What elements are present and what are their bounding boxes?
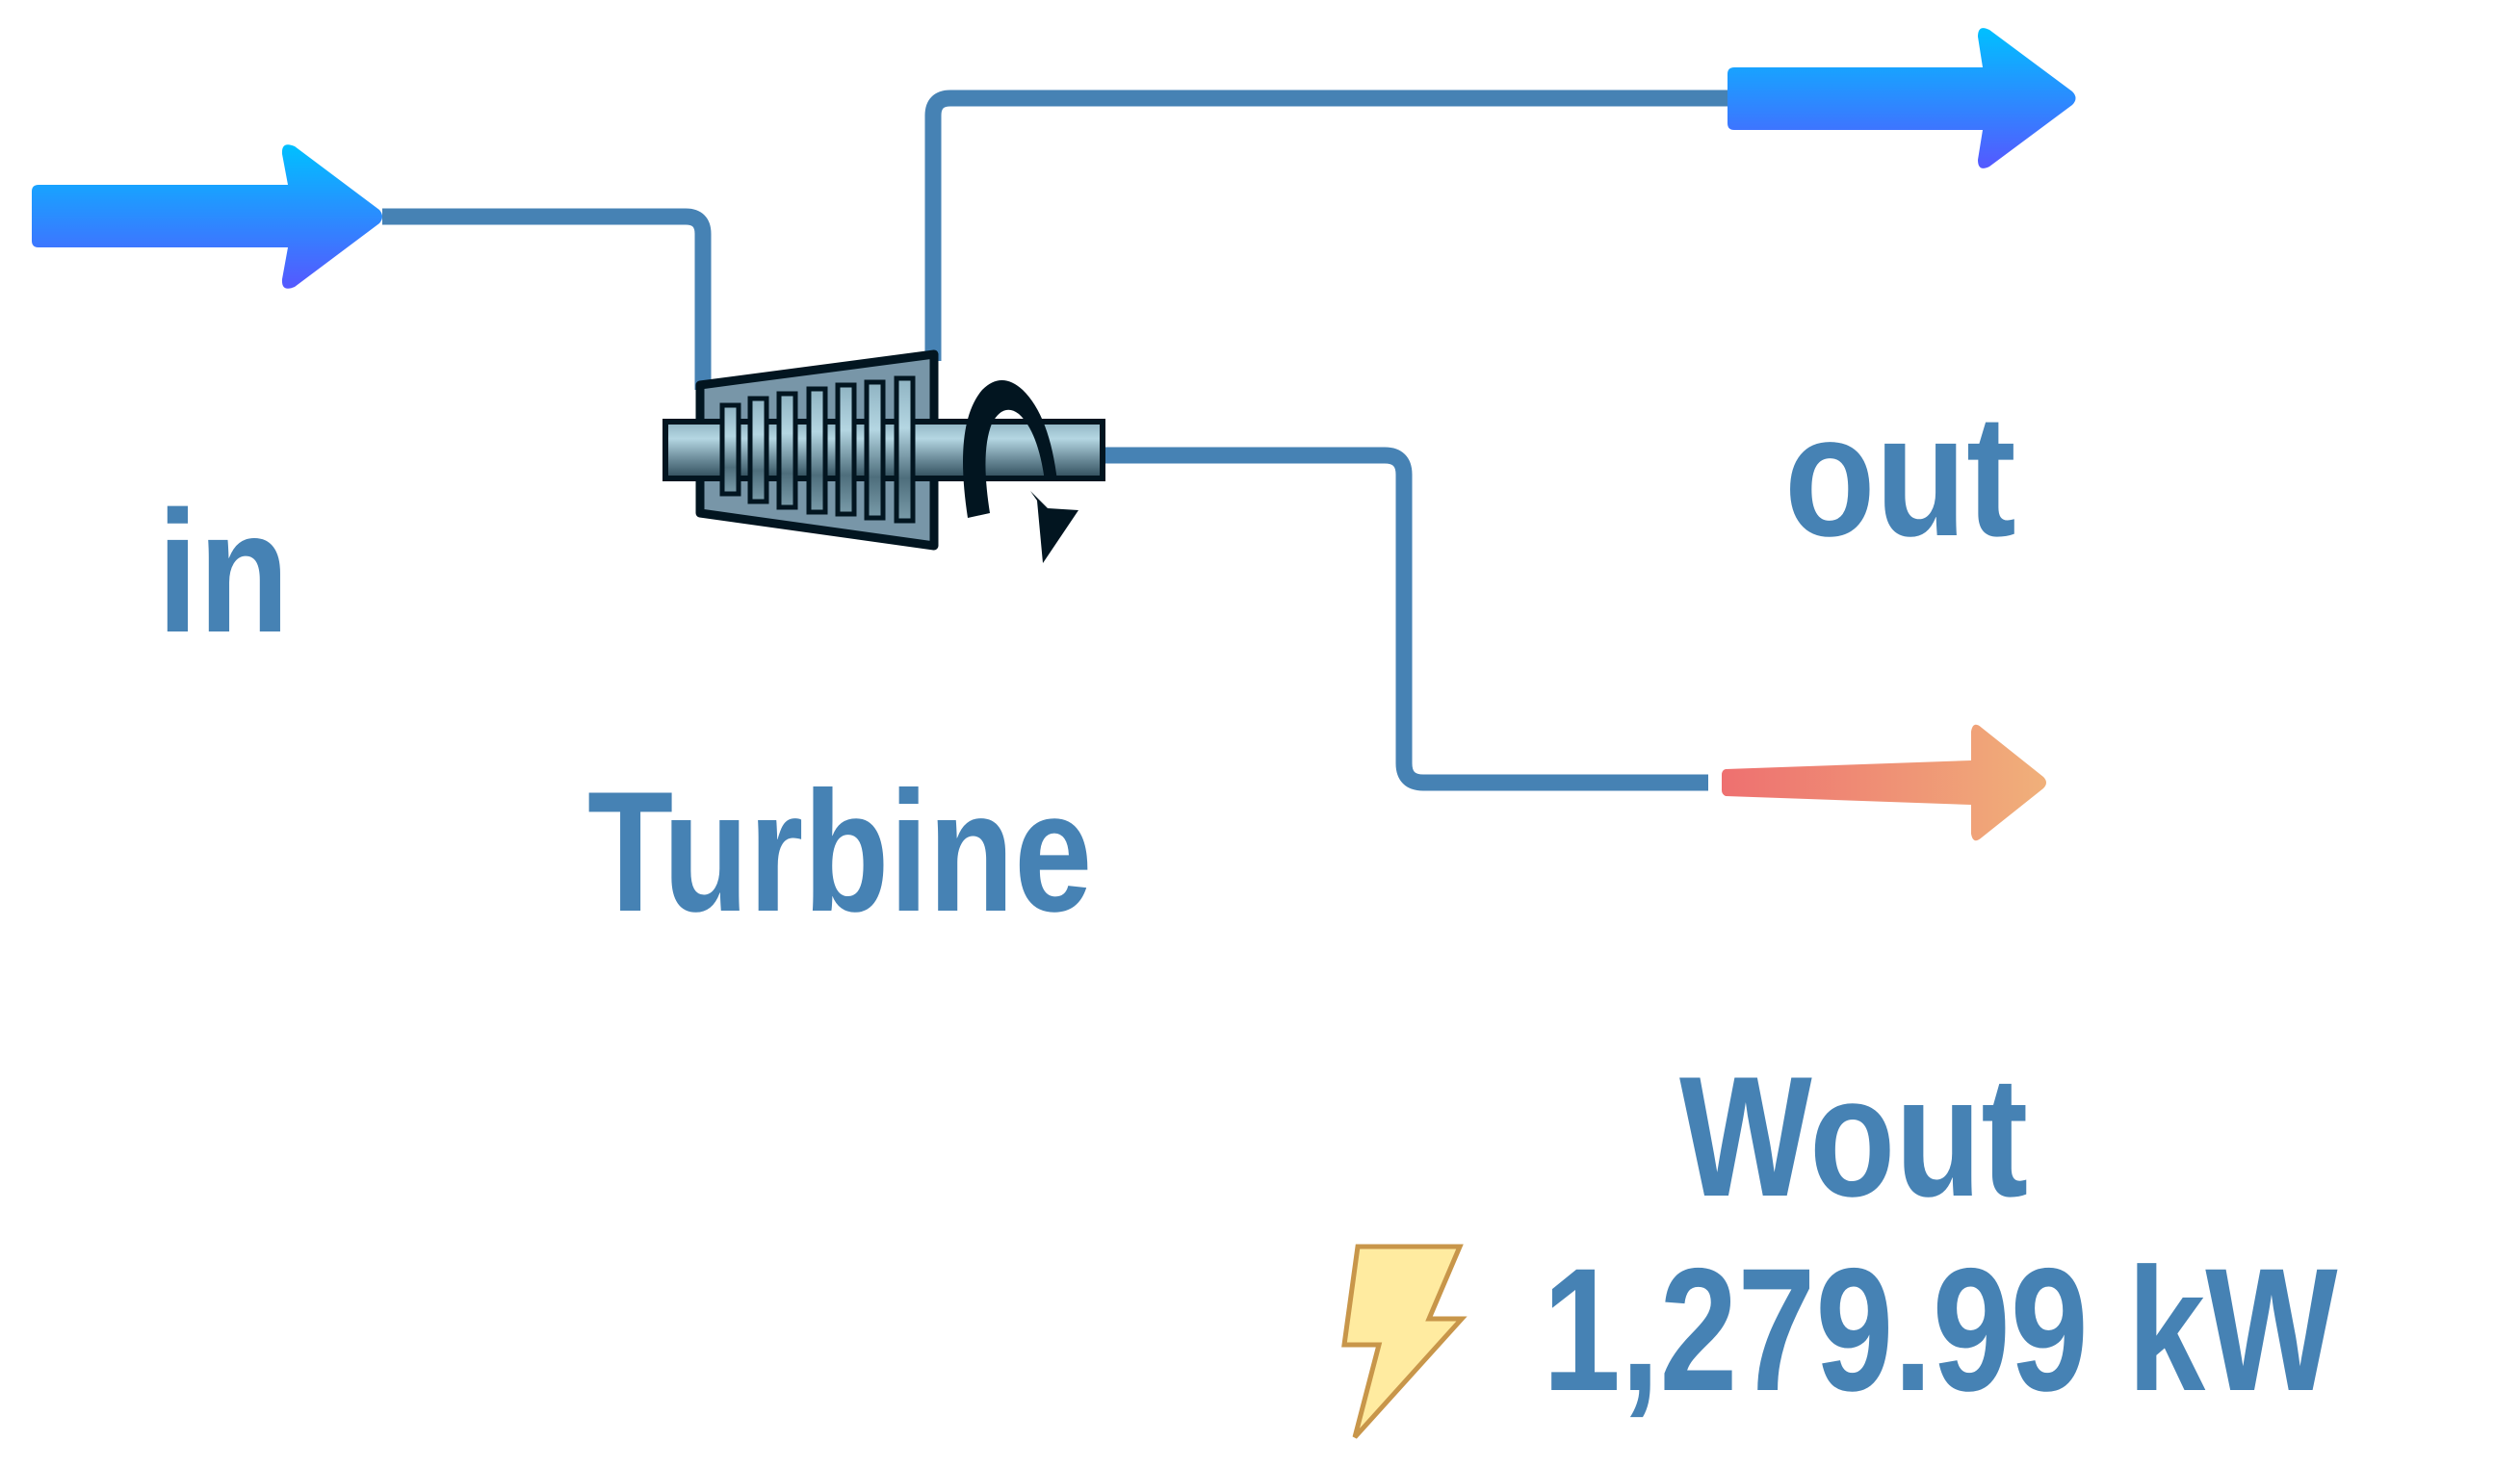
power-value-readout: 1,279.99 kW xyxy=(1543,1231,2338,1428)
outlet-pipe[interactable] xyxy=(924,90,1733,361)
work-stream-label: Wout xyxy=(1679,1041,2029,1232)
outlet-stream-arrow-icon[interactable] xyxy=(1728,28,2076,168)
inlet-stream-label: in xyxy=(157,476,290,669)
inlet-stream-arrow-icon[interactable] xyxy=(32,144,382,289)
rotation-arrow-icon xyxy=(963,380,1078,563)
work-stream-arrow-icon[interactable] xyxy=(1722,724,2046,841)
lightning-bolt-icon xyxy=(1341,1244,1468,1439)
inlet-pipe[interactable] xyxy=(382,208,712,390)
turbine-blades xyxy=(719,375,916,524)
outlet-stream-label: out xyxy=(1784,379,2016,573)
work-pipe[interactable] xyxy=(1103,447,1708,791)
steam-turbine-icon[interactable] xyxy=(662,349,1105,563)
unit-name-label: Turbine xyxy=(587,756,1093,947)
